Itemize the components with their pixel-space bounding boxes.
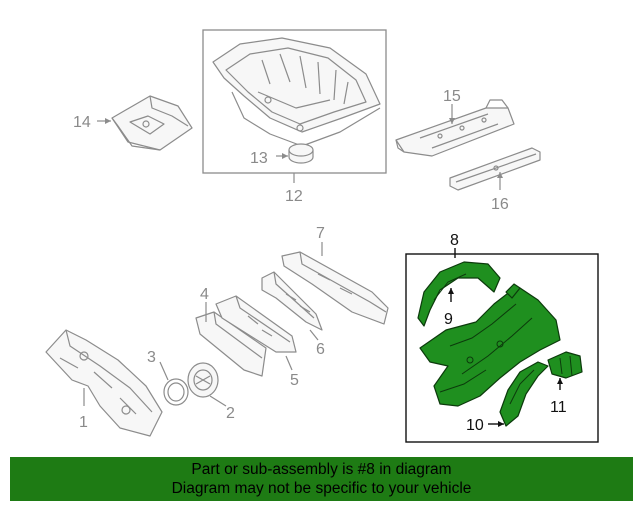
part-16-rail	[449, 147, 541, 191]
callout-3: 3	[147, 349, 156, 366]
callout-10: 10	[466, 417, 484, 434]
part-12-spare-tire-well	[212, 37, 381, 147]
callout-13: 13	[250, 150, 268, 167]
parts-diagram: 13 12 14 15 16 7	[45, 29, 599, 443]
part-15-cross-member	[395, 99, 515, 157]
callout-4: 4	[200, 286, 209, 303]
callout-11: 11	[550, 399, 567, 416]
banner-line-1: Part or sub-assembly is #8 in diagram	[191, 461, 452, 478]
part-10-wheelhouse-rear	[499, 361, 549, 427]
callout-5: 5	[290, 372, 299, 389]
part-5-bracket	[215, 295, 297, 353]
callout-8: 8	[450, 232, 459, 249]
part-8-frame	[405, 253, 599, 443]
part-9-wheelhouse-outer	[417, 261, 501, 327]
callout-7: 7	[316, 225, 325, 242]
callout-14: 14	[73, 114, 91, 131]
part-8-wheelhouse-assembly	[419, 283, 561, 407]
callout-12: 12	[285, 188, 303, 205]
part-11-bracket	[547, 351, 583, 379]
part-1-floor-pan	[45, 329, 163, 437]
callout-1: 1	[79, 414, 88, 431]
part-3-grommet	[163, 378, 189, 406]
callout-16: 16	[491, 196, 509, 213]
part-14-cover	[111, 95, 193, 151]
part-4-crossmember	[195, 311, 267, 377]
part-6-reinforcement	[261, 271, 323, 331]
callout-6: 6	[316, 341, 325, 358]
part-13-plug	[288, 143, 314, 164]
callout-15: 15	[443, 88, 461, 105]
callout-9: 9	[444, 311, 453, 328]
part-7-floor-crossmember	[281, 251, 389, 325]
info-banner: Part or sub-assembly is #8 in diagram Di…	[10, 457, 633, 501]
banner-line-2: Diagram may not be specific to your vehi…	[171, 480, 472, 497]
callout-2: 2	[226, 405, 235, 422]
